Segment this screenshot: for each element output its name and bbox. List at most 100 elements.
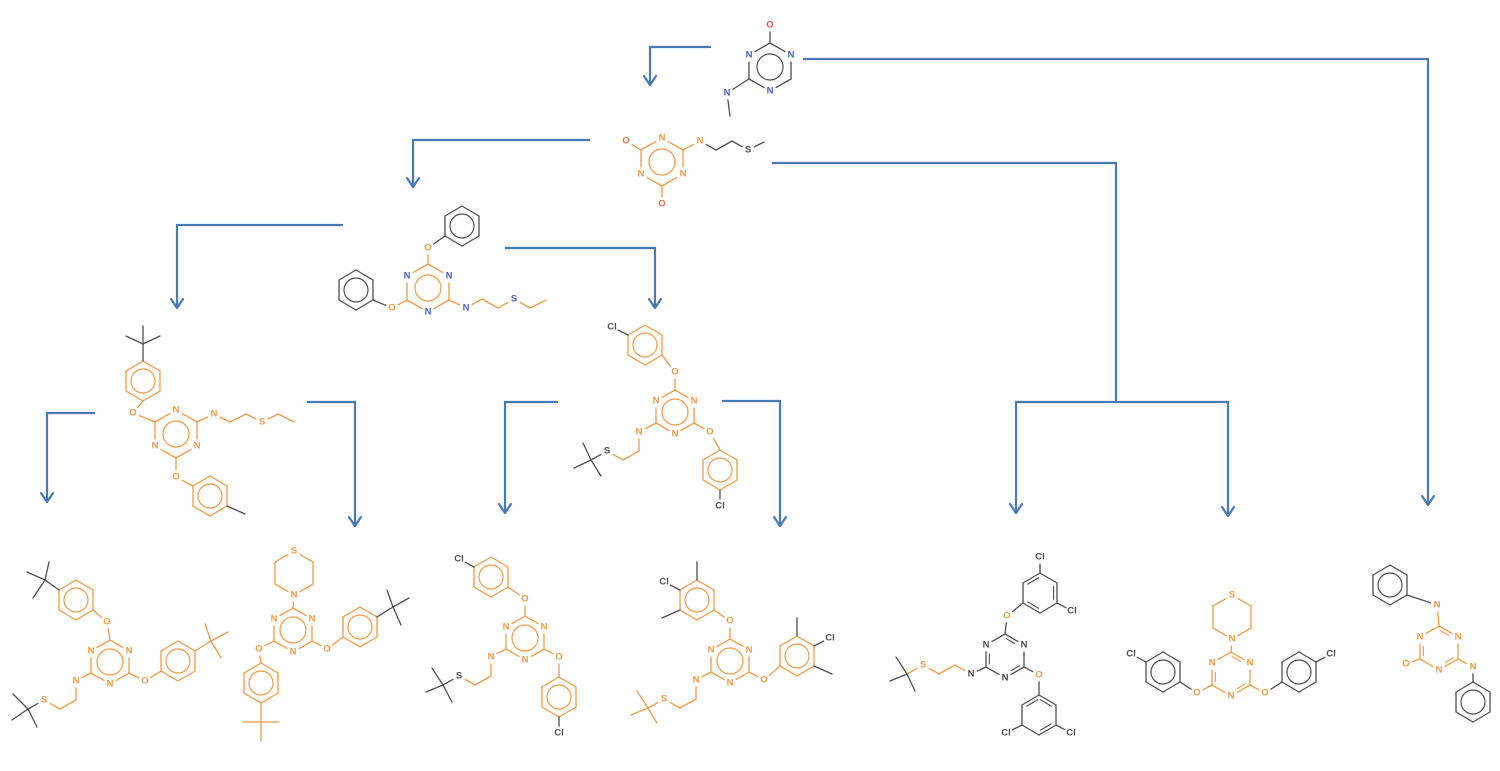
bond <box>646 176 663 187</box>
atom-label-cl: Cl <box>607 322 617 333</box>
bond <box>679 698 697 709</box>
bond <box>219 416 231 423</box>
bond <box>1023 666 1034 673</box>
bond <box>1005 638 1016 644</box>
bond <box>204 623 212 642</box>
bond <box>710 671 725 681</box>
bond <box>175 448 192 459</box>
bond <box>181 412 198 423</box>
bond <box>260 662 279 674</box>
atom-label-n: N <box>746 645 753 656</box>
bond <box>490 556 509 568</box>
arrowhead <box>1420 494 1430 507</box>
bond <box>729 638 744 648</box>
atom-label-cl: Cl <box>554 728 564 739</box>
atom-label-cl: Cl <box>1066 728 1076 739</box>
arrow-tbu-to-bis-tbu <box>39 411 95 504</box>
bond <box>490 586 509 598</box>
bond <box>196 416 209 423</box>
bond <box>473 586 492 598</box>
bond <box>260 692 279 704</box>
atom-label-n: N <box>271 614 278 625</box>
atom-label-o: O <box>1003 611 1010 622</box>
aromatic-circle <box>546 684 572 710</box>
bond <box>264 640 275 647</box>
bond <box>1298 651 1317 663</box>
arrowhead <box>778 515 788 528</box>
aromatic-circle <box>1460 689 1486 715</box>
bond <box>1425 625 1440 635</box>
aromatic-circle <box>648 148 676 176</box>
bond <box>1281 681 1300 693</box>
bond <box>1022 602 1041 614</box>
bond <box>716 638 731 648</box>
bond <box>496 648 507 655</box>
arrowhead <box>653 297 663 310</box>
bond <box>359 606 378 618</box>
bond <box>1270 681 1283 690</box>
bond <box>813 640 825 647</box>
bond <box>1438 625 1453 635</box>
bond <box>433 235 446 245</box>
bond <box>49 702 61 710</box>
arrow-line <box>307 400 357 526</box>
bond <box>194 640 212 652</box>
atom-label-n: N <box>194 441 201 452</box>
aromatic-circle <box>96 648 124 676</box>
aromatic-circle <box>756 53 784 81</box>
atom-label-s: S <box>456 671 462 682</box>
aromatic-circle <box>343 277 369 303</box>
aromatic-circle <box>684 587 710 613</box>
arrow-diphenoxy-to-chloro <box>505 246 663 310</box>
bond <box>298 640 313 650</box>
atom-label-n: N <box>1229 634 1236 645</box>
bond <box>209 505 228 517</box>
bond <box>1039 699 1052 707</box>
aromatic-circle <box>165 648 191 674</box>
atom-label-n: N <box>697 136 704 147</box>
bond <box>529 299 547 309</box>
bond <box>775 78 792 89</box>
atom-label-n: N <box>290 647 297 658</box>
atom-label-n: N <box>680 169 687 180</box>
atom-label-o: O <box>1261 688 1268 699</box>
bond <box>682 143 695 151</box>
aromatic-circle <box>347 614 373 640</box>
bond <box>636 690 649 709</box>
aromatic-circle <box>248 670 274 696</box>
bond <box>1249 684 1260 691</box>
bond <box>1298 681 1317 693</box>
bond <box>895 656 908 675</box>
atom-label-n: N <box>309 614 316 625</box>
bond <box>109 639 124 649</box>
bond <box>1211 684 1226 694</box>
bond <box>59 699 77 710</box>
atom-label-n: N <box>1436 665 1443 676</box>
bond <box>661 176 678 187</box>
bond <box>644 324 663 336</box>
bond <box>558 676 577 688</box>
bond <box>160 670 179 682</box>
arrowhead <box>1014 502 1024 515</box>
atom-label-cl: Cl <box>1326 649 1336 660</box>
bond <box>359 636 378 648</box>
atom-label-s: S <box>1229 590 1235 601</box>
bond <box>27 702 39 710</box>
bond <box>889 673 908 682</box>
atom-label-n: N <box>152 441 159 452</box>
bond <box>1372 564 1391 576</box>
bond <box>612 453 624 461</box>
atom-label-cl: Cl <box>715 501 725 512</box>
bond <box>679 609 698 621</box>
bond <box>177 670 196 682</box>
bond <box>590 459 602 477</box>
aromatic-circle <box>130 368 156 394</box>
atom-label-n: N <box>1002 673 1009 684</box>
bond <box>125 390 144 402</box>
atom-label-n: N <box>693 675 700 686</box>
bond <box>1038 724 1057 736</box>
arrow-line <box>411 138 590 187</box>
